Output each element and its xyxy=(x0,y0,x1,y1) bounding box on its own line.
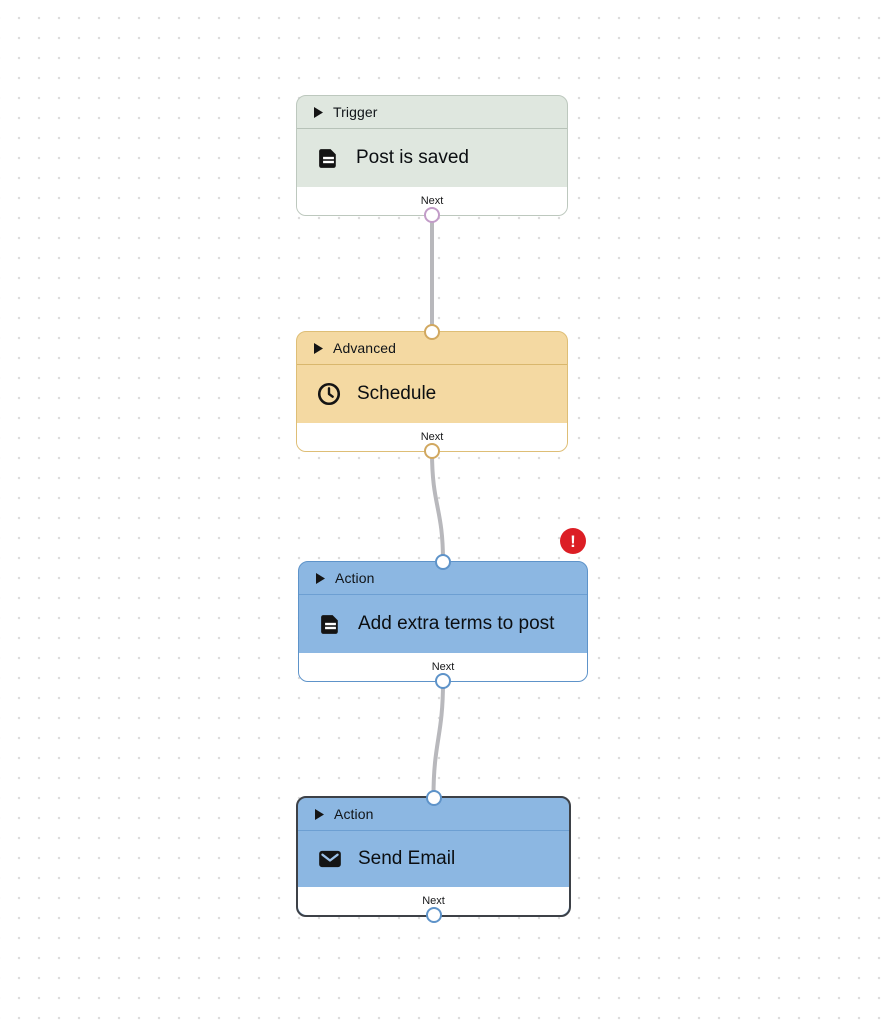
node-action-add-extra-terms[interactable]: Action Add extra terms to post Next xyxy=(298,554,588,689)
node-header[interactable]: Trigger xyxy=(297,96,567,129)
node-action-send-email[interactable]: Action Send Email Next xyxy=(296,790,571,923)
node-body[interactable]: Send Email xyxy=(298,831,569,887)
output-port[interactable] xyxy=(425,907,442,923)
note-icon xyxy=(318,612,343,637)
node-body[interactable]: Schedule xyxy=(297,365,567,423)
node-header[interactable]: Action xyxy=(299,562,587,595)
node-category-label: Advanced xyxy=(333,340,397,356)
node-category-label: Action xyxy=(334,806,374,822)
node-category-label: Trigger xyxy=(333,104,378,120)
edge-advanced-to-action1[interactable] xyxy=(430,450,445,563)
output-port[interactable] xyxy=(424,443,440,459)
note-icon xyxy=(316,146,341,171)
node-header[interactable]: Advanced xyxy=(297,332,567,365)
node-title: Send Email xyxy=(358,848,456,869)
input-port[interactable] xyxy=(424,324,440,340)
mail-icon xyxy=(317,846,343,872)
input-port[interactable] xyxy=(435,554,451,570)
node-body[interactable]: Add extra terms to post xyxy=(299,595,587,653)
node-title: Post is saved xyxy=(356,147,469,168)
error-badge[interactable]: ! xyxy=(560,528,586,554)
output-port[interactable] xyxy=(435,673,451,689)
error-badge-glyph: ! xyxy=(570,531,576,551)
next-port-label: Next xyxy=(420,195,444,207)
node-advanced-schedule[interactable]: Advanced Schedule Next xyxy=(296,324,568,459)
node-body[interactable]: Post is saved xyxy=(297,129,567,187)
node-trigger-post-is-saved[interactable]: Trigger Post is saved Next xyxy=(296,95,568,223)
node-header[interactable]: Action xyxy=(298,798,569,831)
next-port-label: Next xyxy=(420,431,444,443)
node-title: Add extra terms to post xyxy=(358,613,555,634)
input-port[interactable] xyxy=(425,790,442,806)
collapse-caret-icon[interactable] xyxy=(316,572,325,584)
next-port-label: Next xyxy=(431,661,455,673)
collapse-caret-icon[interactable] xyxy=(315,808,324,820)
next-port-label: Next xyxy=(422,895,445,907)
output-port[interactable] xyxy=(424,207,440,223)
edge-action1-to-action2[interactable] xyxy=(431,680,445,798)
collapse-caret-icon[interactable] xyxy=(314,106,323,118)
collapse-caret-icon[interactable] xyxy=(314,342,323,354)
node-category-label: Action xyxy=(335,570,375,586)
node-title: Schedule xyxy=(357,383,437,404)
clock-icon xyxy=(316,381,342,407)
